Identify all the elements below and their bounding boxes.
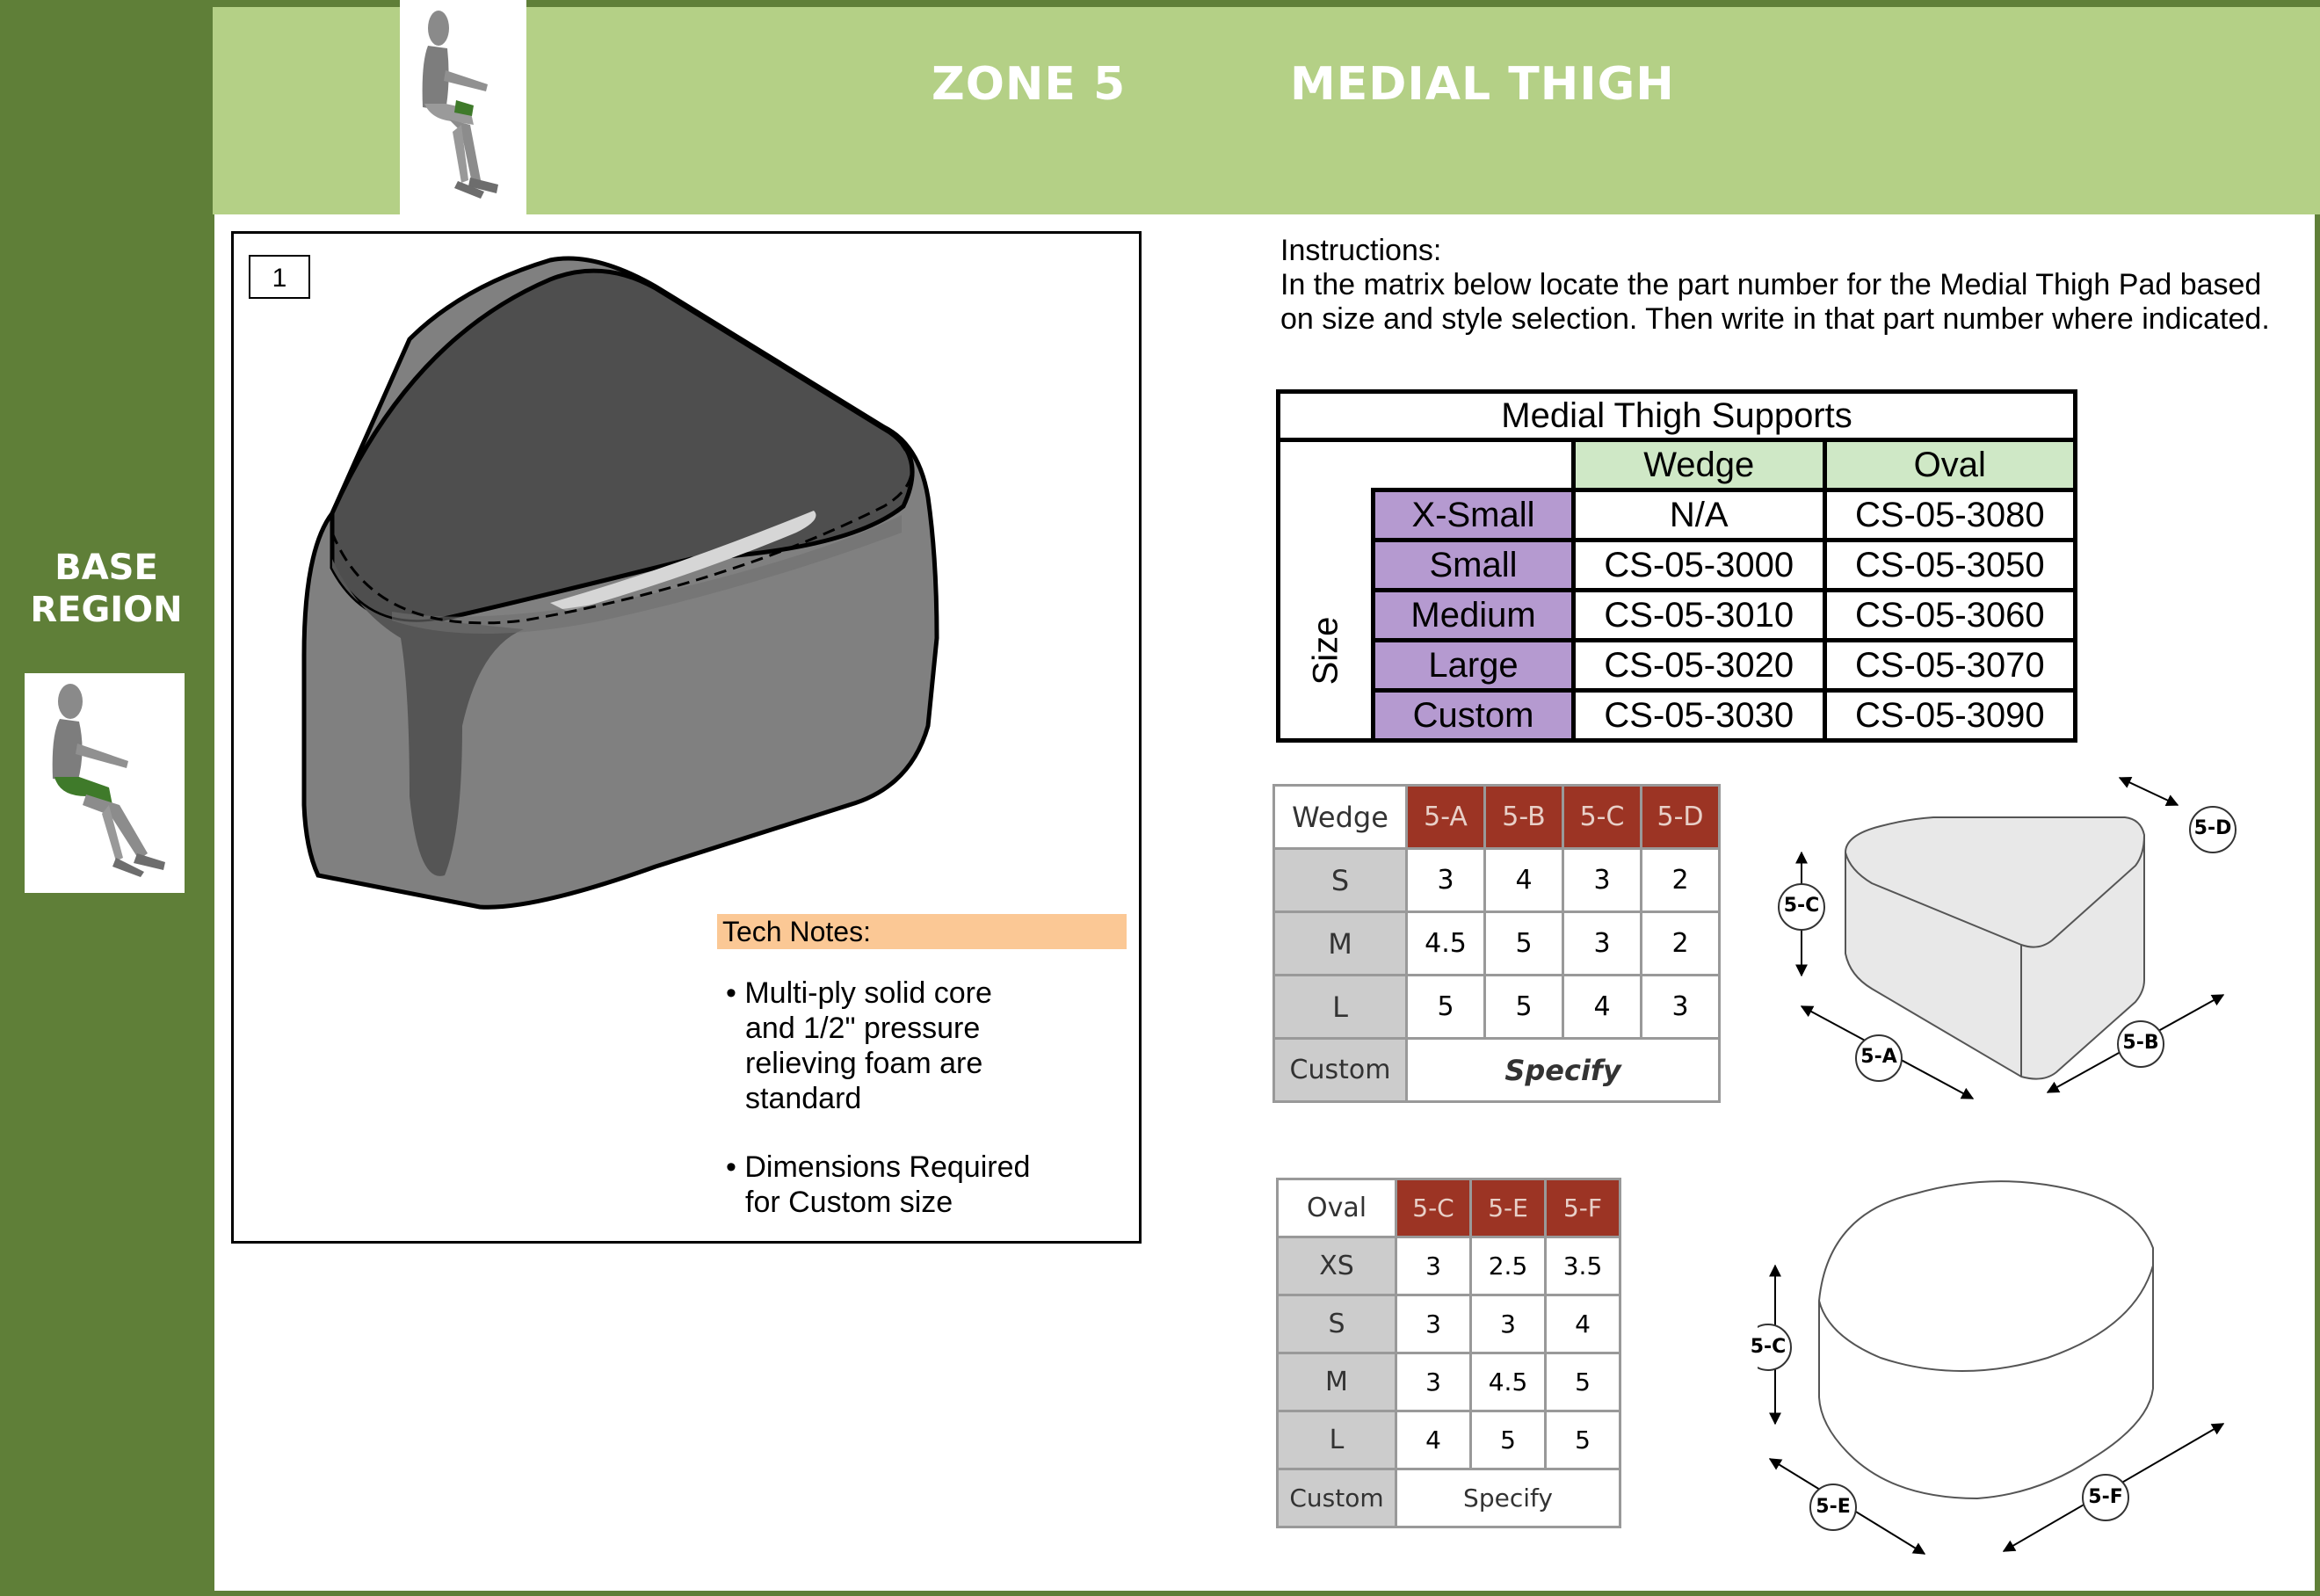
dimension-label: 5-A: [1860, 1046, 1897, 1068]
part-number-cell: CS-05-3070: [1822, 638, 2078, 693]
part-number-cell: CS-05-3060: [1822, 588, 2078, 642]
dim-cell: 3: [1469, 1294, 1547, 1354]
size-label-custom: Custom: [1371, 688, 1576, 743]
dim-cell: 4: [1483, 847, 1564, 913]
wedge-label: Wedge: [1272, 784, 1408, 850]
dim-cell: 2: [1640, 910, 1721, 976]
part-number-cell: CS-05-3090: [1822, 688, 2078, 743]
oval-dimension-diagram: [1758, 1180, 2225, 1555]
dim-cell: 3: [1562, 847, 1642, 913]
wedge-dimensions-table: Wedge 5-A 5-B 5-C 5-D S 3 4 3 2 M 4.5 5 …: [1272, 784, 1721, 1103]
dim-cell: 4.5: [1405, 910, 1486, 976]
dimension-label: 5-D: [2193, 817, 2232, 839]
dim-cell: 2: [1640, 847, 1721, 913]
illustration-panel: [231, 231, 1142, 1244]
dim-cell: 5: [1405, 974, 1486, 1040]
dim-header: 5-E: [1469, 1178, 1547, 1238]
row-label: L: [1272, 974, 1408, 1040]
dim-header: 5-F: [1544, 1178, 1621, 1238]
dim-cell: 3: [1395, 1352, 1472, 1412]
tech-note-2: • Dimensions Required for Custom size: [726, 1150, 1031, 1219]
dim-cell: 5: [1483, 974, 1564, 1040]
zone-title: MEDIAL THIGH: [1290, 58, 1675, 111]
dim-header: 5-A: [1405, 784, 1486, 850]
seated-person-icon: [422, 11, 498, 199]
dim-cell: 4.5: [1469, 1352, 1547, 1412]
size-axis-label: Size: [1275, 439, 1374, 743]
dim-header: 5-B: [1483, 784, 1564, 850]
instructions: Instructions: In the matrix below locate…: [1280, 234, 2270, 336]
dim-header: 5-C: [1395, 1178, 1472, 1238]
dim-cell: 3.5: [1544, 1236, 1621, 1296]
part-number-cell: CS-05-3020: [1570, 638, 1827, 693]
custom-specify: Specify: [1405, 1037, 1721, 1103]
dim-cell: 4: [1395, 1410, 1472, 1470]
dim-cell: 5: [1544, 1410, 1621, 1470]
dim-cell: 5: [1544, 1352, 1621, 1412]
part-number-cell: CS-05-3050: [1822, 538, 2078, 592]
row-label: M: [1272, 910, 1408, 976]
column-header-wedge: Wedge: [1570, 438, 1827, 492]
dimension-label: 5-C: [1783, 895, 1820, 917]
row-label-custom: Custom: [1276, 1468, 1397, 1528]
dim-cell: 5: [1483, 910, 1564, 976]
part-number-cell: CS-05-3010: [1570, 588, 1827, 642]
size-label-medium: Medium: [1371, 588, 1576, 642]
dim-cell: 4: [1562, 974, 1642, 1040]
figure-number: 1: [249, 255, 310, 299]
wedge-dimension-diagram: [1778, 777, 2237, 1099]
row-label: S: [1272, 847, 1408, 913]
dim-cell: 3: [1562, 910, 1642, 976]
dim-cell: 3: [1395, 1236, 1472, 1296]
wedge-pad-illustration: [301, 256, 939, 910]
part-number-cell: CS-05-3030: [1570, 688, 1827, 743]
dimension-label: 5-E: [1816, 1496, 1851, 1518]
part-number-cell: CS-05-3000: [1570, 538, 1827, 592]
supports-table-title: Medial Thigh Supports: [1276, 389, 2077, 442]
seated-person-icon: [52, 684, 165, 877]
dim-cell: 3: [1405, 847, 1486, 913]
medial-thigh-supports-table: Medial Thigh Supports Size Wedge Oval X-…: [1275, 389, 2078, 743]
column-header-oval: Oval: [1822, 438, 2078, 492]
row-label: M: [1276, 1352, 1397, 1412]
zone-number: ZONE 5: [932, 58, 1127, 111]
dim-cell: 2.5: [1469, 1236, 1547, 1296]
dimension-label: 5-F: [2088, 1486, 2123, 1508]
dim-cell: 3: [1395, 1294, 1472, 1354]
part-number-cell: CS-05-3080: [1822, 488, 2078, 542]
part-number-cell: N/A: [1570, 488, 1827, 542]
tech-notes-title: Tech Notes:: [717, 914, 1127, 949]
oval-dimensions-table: Oval 5-C 5-E 5-F XS 3 2.5 3.5 S 3 3 4 M …: [1276, 1178, 1621, 1528]
header-bar: [213, 7, 2320, 214]
size-label-xsmall: X-Small: [1371, 488, 1576, 542]
dimension-label: 5-B: [2122, 1032, 2159, 1054]
dim-cell: 5: [1469, 1410, 1547, 1470]
custom-specify: Specify: [1395, 1468, 1621, 1528]
dimension-label: 5-C: [1750, 1336, 1787, 1358]
row-label-custom: Custom: [1272, 1037, 1408, 1103]
dim-cell: 3: [1640, 974, 1721, 1040]
seated-figure-thumbnail: [25, 673, 185, 893]
tech-note-1: • Multi-ply solid core and 1/2" pressure…: [726, 976, 992, 1115]
size-label-large: Large: [1371, 638, 1576, 693]
dim-header: 5-D: [1640, 784, 1721, 850]
dim-cell: 4: [1544, 1294, 1621, 1354]
oval-label: Oval: [1276, 1178, 1397, 1238]
size-label-small: Small: [1371, 538, 1576, 592]
row-label: L: [1276, 1410, 1397, 1470]
row-label: S: [1276, 1294, 1397, 1354]
dim-header: 5-C: [1562, 784, 1642, 850]
region-label: BASE REGION: [30, 548, 183, 630]
row-label: XS: [1276, 1236, 1397, 1296]
header-figure-thumbnail: [400, 0, 526, 214]
